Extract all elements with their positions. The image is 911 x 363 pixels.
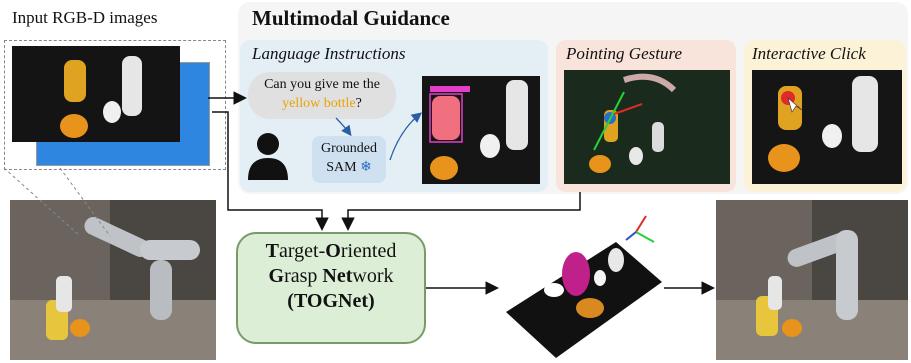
input-stack-frame [4, 40, 226, 170]
pointing-gesture-title: Pointing Gesture [566, 44, 682, 63]
instruction-highlight: yellow bottle [282, 96, 356, 111]
grounded-sam-box: Grounded SAM ❄ [312, 136, 386, 183]
multimodal-guidance-title: Multimodal Guidance [252, 6, 450, 30]
robot-scene-after [716, 200, 908, 360]
input-images-label: Input RGB-D images [12, 8, 158, 27]
person-icon [248, 133, 288, 180]
instruction-text: Can you give me the [264, 77, 380, 92]
tognet-line-1: Target-Oriented [265, 240, 397, 262]
tognet-line-2: Grasp Network [268, 265, 394, 287]
interactive-click-image [752, 70, 902, 184]
instruction-bubble: Can you give me the yellow bottle? [248, 72, 396, 119]
tognet-abbrev: (TOGNet) [287, 290, 375, 312]
grounded-sam-result-image [422, 76, 540, 184]
language-instructions-title: Language Instructions [252, 44, 406, 63]
input-rgb-image [12, 46, 180, 142]
grounded-sam-line1: Grounded [321, 141, 377, 156]
grounded-sam-line2: SAM [326, 160, 357, 175]
point-cloud-visual [506, 215, 662, 358]
instruction-question-mark: ? [355, 96, 362, 111]
interactive-click-title: Interactive Click [752, 44, 866, 63]
tognet-box: Target-Oriented Grasp Network (TOGNet) [236, 232, 426, 344]
pointing-gesture-image [564, 70, 730, 184]
robot-scene-before [10, 200, 216, 360]
snowflake-icon: ❄ [360, 160, 372, 175]
